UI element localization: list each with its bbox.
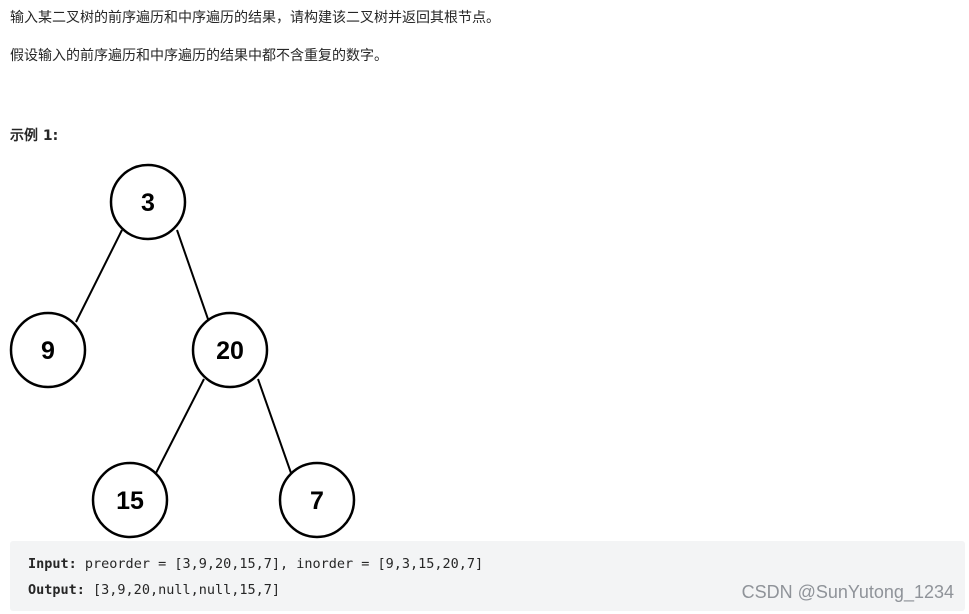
edge-20-15 <box>155 378 205 474</box>
tree-node-label: 3 <box>141 189 155 217</box>
output-label: Output: <box>28 582 85 598</box>
tree-node-label: 9 <box>41 337 55 365</box>
edge-3-20 <box>176 229 210 323</box>
edge-3-9 <box>75 229 123 323</box>
tree-node-15: 15 <box>91 461 169 539</box>
input-label: Input: <box>28 556 77 572</box>
problem-description: 输入某二叉树的前序遍历和中序遍历的结果，请构建该二叉树并返回其根节点。 <box>10 10 500 26</box>
input-line: Input: preorder = [3,9,20,15,7], inorder… <box>28 556 483 572</box>
tree-node-7: 7 <box>278 461 356 539</box>
tree-node-20: 20 <box>191 311 269 389</box>
output-value: [3,9,20,null,null,15,7] <box>93 582 280 598</box>
output-line: Output: [3,9,20,null,null,15,7] <box>28 582 280 598</box>
example-heading: 示例 1: <box>10 128 59 144</box>
input-value: preorder = [3,9,20,15,7], inorder = [9,3… <box>84 556 484 572</box>
problem-constraint: 假设输入的前序遍历和中序遍历的结果中都不含重复的数字。 <box>10 48 388 64</box>
tree-node-3: 3 <box>109 163 187 241</box>
binary-tree-diagram: 3 9 20 15 7 <box>9 163 356 539</box>
tree-node-label: 15 <box>116 487 144 515</box>
tree-node-label: 20 <box>216 337 244 365</box>
edge-20-7 <box>257 378 292 474</box>
example-code-block: Input: preorder = [3,9,20,15,7], inorder… <box>10 541 965 611</box>
watermark: CSDN @SunYutong_1234 <box>741 582 954 602</box>
tree-node-9: 9 <box>9 311 87 389</box>
tree-node-label: 7 <box>310 487 324 515</box>
